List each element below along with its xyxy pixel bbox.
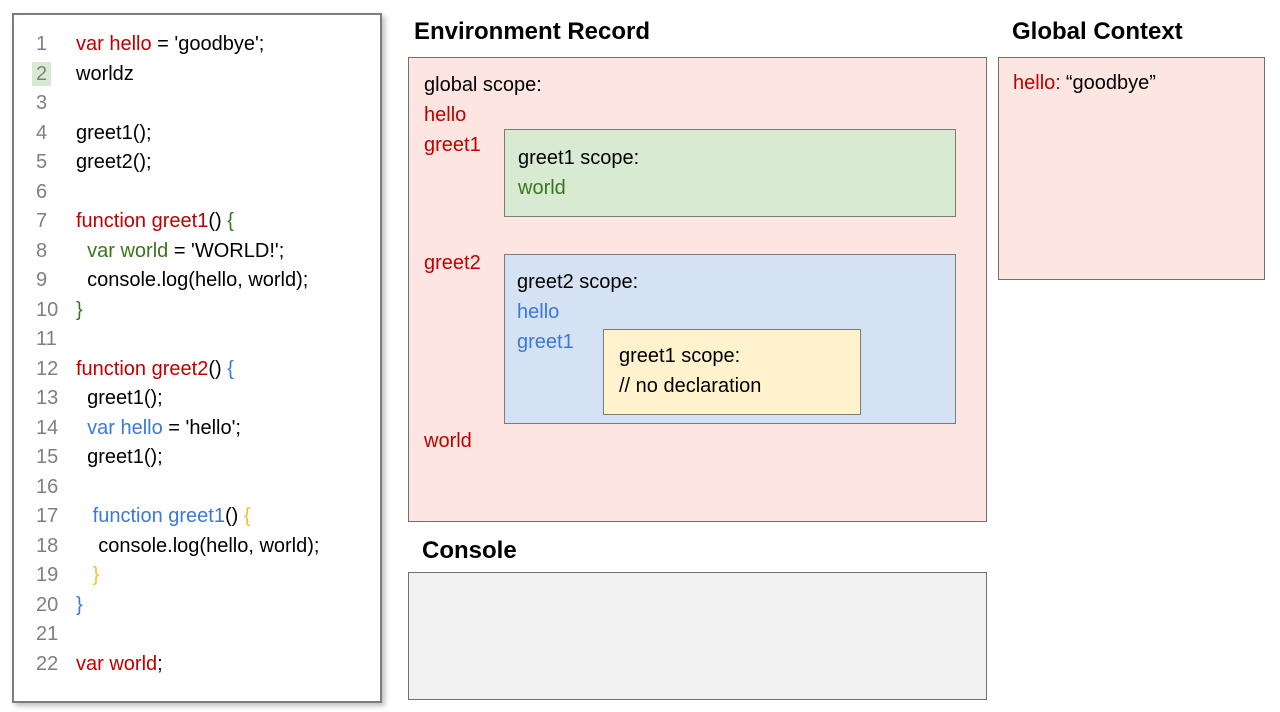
greet2-var-hello-label: hello	[517, 301, 560, 323]
line-number: 10	[36, 298, 59, 321]
code-line: 22 var world;	[36, 650, 380, 680]
code-line: 13 greet1();	[36, 384, 380, 414]
code-text: function greet1() {	[76, 210, 234, 232]
code-line: 2 worldz	[32, 60, 380, 90]
line-number: 11	[36, 328, 57, 350]
line-number: 19	[36, 564, 59, 586]
line-number: 4	[36, 121, 48, 144]
code-line: 20}	[36, 591, 380, 621]
code-text: function greet2() {	[76, 357, 234, 380]
global-var-greet1-label: greet1	[424, 134, 481, 156]
code-line: 7 function greet1() {	[36, 207, 380, 237]
global-context-box: hello:“goodbye”	[998, 57, 1265, 280]
console-output-box	[408, 572, 987, 700]
global-var-world-label: world	[424, 430, 472, 452]
line-number: 12	[36, 357, 59, 380]
environment-record-box: global scope: hello greet1 greet1 scope:…	[408, 57, 987, 522]
line-number: 13	[36, 387, 59, 409]
code-text: var world = 'WORLD!';	[87, 239, 285, 262]
line-number: 14	[36, 416, 59, 439]
global-context-entry-value: “goodbye”	[1065, 72, 1156, 94]
code-line: 1 var hello = 'goodbye';	[36, 30, 380, 60]
line-number: 22	[36, 652, 59, 675]
code-text: function greet1() {	[92, 505, 251, 527]
code-text: var hello = 'goodbye';	[76, 33, 265, 55]
code-lines: 1 var hello = 'goodbye'; 2 worldz 3 4 greet1()…	[14, 15, 380, 679]
inner-greet1-scope-box: greet1 scope: // no declaration	[603, 329, 861, 415]
code-line: 6	[36, 178, 380, 208]
code-line: 9 console.log(hello, world);	[36, 266, 380, 296]
code-text: console.log(hello, world);	[76, 269, 309, 291]
code-text: }	[76, 593, 83, 616]
line-number: 2	[32, 60, 76, 90]
code-editor-panel: 1 var hello = 'goodbye'; 2 worldz 3 4 greet1()…	[12, 13, 382, 703]
global-var-hello-label: hello	[424, 104, 467, 126]
line-number: 17	[36, 505, 59, 527]
line-number: 18	[36, 534, 59, 557]
inner-greet1-scope-label: greet1 scope:	[619, 345, 741, 367]
line-number: 16	[36, 475, 59, 498]
global-context-title: Global Context	[1012, 18, 1183, 45]
line-number: 8	[36, 239, 48, 262]
code-text: greet1();	[76, 387, 163, 409]
code-text: greet1();	[76, 446, 163, 468]
code-text: worldz	[76, 62, 134, 85]
code-text: greet1();	[76, 121, 152, 144]
code-text: var world;	[76, 652, 163, 675]
line-number: 5	[36, 151, 48, 173]
line-number: 6	[36, 180, 48, 203]
code-line: 18 console.log(hello, world);	[36, 532, 380, 562]
code-text: console.log(hello, world);	[76, 534, 320, 557]
global-var-greet2-label: greet2	[424, 252, 481, 274]
highlighted-line-number: 2	[32, 61, 52, 86]
greet1-scope-box: greet1 scope: world	[504, 129, 956, 217]
code-text: var hello = 'hello';	[87, 416, 241, 439]
no-declaration-comment: // no declaration	[619, 375, 762, 397]
console-title: Console	[422, 537, 517, 564]
code-line: 4 greet1();	[36, 119, 380, 149]
code-line: 16	[36, 473, 380, 503]
code-line: 8 var world = 'WORLD!';	[36, 237, 380, 267]
greet1-scope-label: greet1 scope:	[518, 147, 640, 169]
global-context-entry-key: hello:	[1013, 72, 1061, 94]
code-line: 15 greet1();	[36, 443, 380, 473]
code-text: }	[92, 564, 100, 586]
code-line: 17 function greet1() {	[36, 502, 380, 532]
code-line: 10}	[36, 296, 380, 326]
code-text: greet2();	[76, 151, 152, 173]
code-line: 3	[36, 89, 380, 119]
line-number: 7	[36, 210, 48, 232]
code-line: 14 var hello = 'hello';	[36, 414, 380, 444]
code-line: 21	[36, 620, 380, 650]
line-number: 21	[36, 623, 59, 645]
global-scope-label: global scope:	[424, 74, 542, 96]
line-number: 20	[36, 593, 59, 616]
code-line: 12 function greet2() {	[36, 355, 380, 385]
global-context-entry: hello:“goodbye”	[1013, 72, 1156, 95]
greet1-var-world-label: world	[518, 177, 566, 199]
line-number: 9	[36, 269, 48, 291]
greet2-scope-box: greet2 scope: hello greet1 greet1 scope:…	[504, 254, 956, 424]
code-line: 5 greet2();	[36, 148, 380, 178]
greet2-var-greet1-label: greet1	[517, 331, 574, 353]
code-line: 19 }	[36, 561, 380, 591]
code-line: 11	[36, 325, 380, 355]
line-number: 3	[36, 92, 48, 114]
greet2-scope-label: greet2 scope:	[517, 271, 639, 293]
environment-record-title: Environment Record	[414, 18, 651, 45]
line-number: 1	[36, 33, 48, 55]
line-number: 15	[36, 446, 59, 468]
code-text: }	[76, 298, 83, 321]
